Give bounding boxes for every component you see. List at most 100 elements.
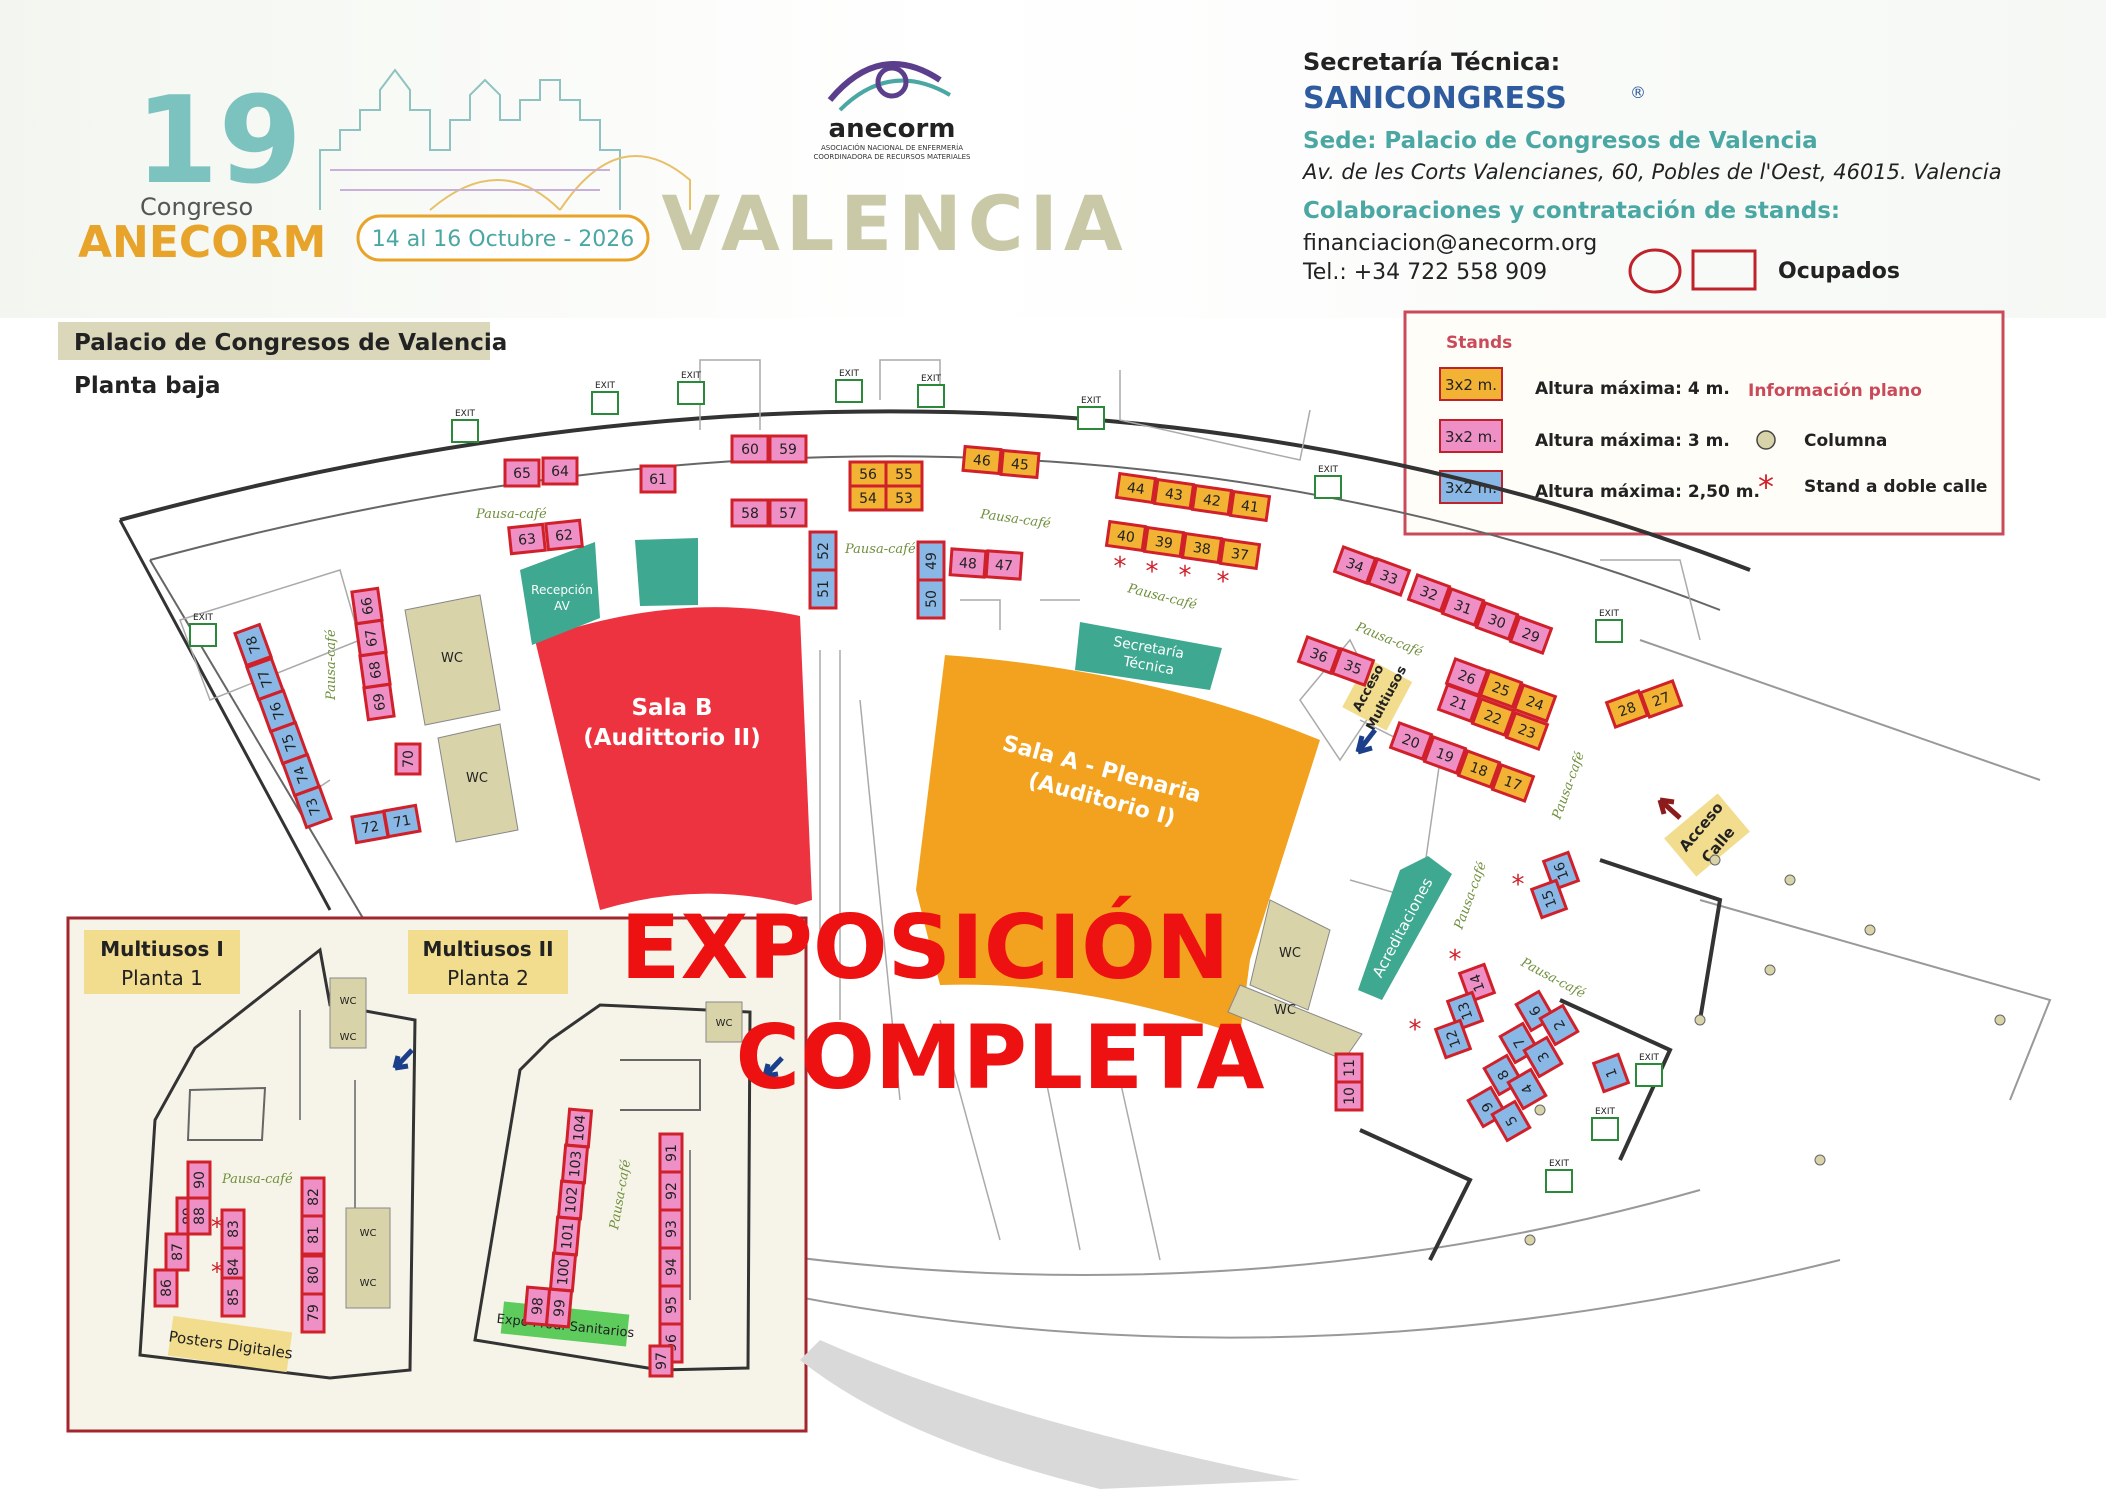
stand-26[interactable]: 26 bbox=[1444, 657, 1490, 697]
stand-box bbox=[522, 1285, 552, 1327]
stand-40[interactable]: 40 bbox=[1104, 519, 1148, 553]
stand-52[interactable]: 52 bbox=[808, 530, 838, 572]
stand-56[interactable]: 56 bbox=[848, 460, 888, 488]
stand-15[interactable]: 15 bbox=[1529, 878, 1569, 920]
stand-92[interactable]: 92 bbox=[658, 1170, 684, 1212]
stand-22[interactable]: 22 bbox=[1470, 697, 1516, 737]
stand-98[interactable]: 98 bbox=[522, 1285, 552, 1327]
stand-44[interactable]: 44 bbox=[1114, 471, 1158, 505]
stand-78[interactable]: 78 bbox=[233, 622, 273, 668]
stand-82[interactable]: 82 bbox=[300, 1176, 326, 1218]
multiusos2-title: Multiusos II bbox=[422, 937, 553, 961]
stand-21[interactable]: 21 bbox=[1436, 683, 1482, 723]
stand-63[interactable]: 63 bbox=[507, 522, 547, 556]
stand-95[interactable]: 95 bbox=[658, 1284, 684, 1326]
stand-30[interactable]: 30 bbox=[1474, 601, 1520, 641]
stand-60[interactable]: 60 bbox=[730, 434, 770, 464]
stand-17[interactable]: 17 bbox=[1490, 763, 1536, 803]
stand-33[interactable]: 33 bbox=[1366, 557, 1412, 597]
stand-85[interactable]: 85 bbox=[220, 1276, 246, 1318]
stand-86[interactable]: 86 bbox=[153, 1268, 179, 1308]
stand-box bbox=[503, 458, 541, 488]
stand-2[interactable]: 2 bbox=[1538, 1003, 1580, 1047]
stand-73[interactable]: 73 bbox=[293, 784, 333, 830]
stand-64[interactable]: 64 bbox=[541, 456, 579, 486]
stand-66[interactable]: 66 bbox=[350, 586, 384, 626]
stand-38[interactable]: 38 bbox=[1180, 531, 1224, 565]
stand-27[interactable]: 27 bbox=[1638, 679, 1684, 719]
stand-68[interactable]: 68 bbox=[358, 650, 392, 690]
stand-71[interactable]: 71 bbox=[382, 803, 422, 839]
stand-box bbox=[1334, 1080, 1364, 1112]
stand-103[interactable]: 103 bbox=[560, 1143, 590, 1185]
stand-41[interactable]: 41 bbox=[1228, 489, 1272, 523]
stand-42[interactable]: 42 bbox=[1190, 483, 1234, 517]
stand-101[interactable]: 101 bbox=[552, 1215, 582, 1257]
stand-box bbox=[186, 1196, 212, 1236]
stand-45[interactable]: 45 bbox=[999, 448, 1041, 480]
stand-100[interactable]: 100 bbox=[548, 1251, 578, 1293]
stand-99[interactable]: 99 bbox=[544, 1287, 574, 1329]
stand-37[interactable]: 37 bbox=[1218, 537, 1262, 571]
stand-87[interactable]: 87 bbox=[164, 1232, 190, 1272]
column-icon bbox=[1756, 430, 1776, 450]
stand-102[interactable]: 102 bbox=[556, 1179, 586, 1221]
stand-97[interactable]: 97 bbox=[648, 1344, 674, 1378]
stand-23[interactable]: 23 bbox=[1504, 711, 1550, 751]
stand-number: 79 bbox=[306, 1304, 322, 1322]
stand-81[interactable]: 81 bbox=[300, 1214, 326, 1256]
stand-18[interactable]: 18 bbox=[1456, 749, 1502, 789]
stand-80[interactable]: 80 bbox=[300, 1254, 326, 1296]
stand-48[interactable]: 48 bbox=[948, 547, 988, 579]
stand-70[interactable]: 70 bbox=[394, 742, 422, 776]
stand-20[interactable]: 20 bbox=[1388, 721, 1434, 761]
stand-29[interactable]: 29 bbox=[1508, 615, 1554, 655]
stand-28[interactable]: 28 bbox=[1604, 689, 1650, 729]
stand-83[interactable]: 83 bbox=[220, 1208, 246, 1250]
stand-88[interactable]: 88 bbox=[186, 1196, 212, 1236]
stand-24[interactable]: 24 bbox=[1512, 683, 1558, 723]
stand-53[interactable]: 53 bbox=[884, 484, 924, 512]
stand-10[interactable]: 10 bbox=[1334, 1080, 1364, 1112]
stand-4[interactable]: 4 bbox=[1506, 1067, 1548, 1111]
stand-49[interactable]: 49 bbox=[916, 540, 946, 582]
stand-34[interactable]: 34 bbox=[1332, 545, 1378, 585]
stand-69[interactable]: 69 bbox=[362, 682, 396, 722]
city-title: VALENCIA bbox=[661, 179, 1128, 268]
stand-1[interactable]: 1 bbox=[1591, 1052, 1631, 1094]
stand-57[interactable]: 57 bbox=[768, 498, 808, 528]
stand-3[interactable]: 3 bbox=[1522, 1035, 1564, 1079]
stand-47[interactable]: 47 bbox=[984, 549, 1024, 581]
stand-43[interactable]: 43 bbox=[1152, 477, 1196, 511]
stand-58[interactable]: 58 bbox=[730, 498, 770, 528]
stand-39[interactable]: 39 bbox=[1142, 525, 1186, 559]
stand-90[interactable]: 90 bbox=[186, 1160, 212, 1200]
stand-61[interactable]: 61 bbox=[639, 464, 677, 494]
stand-59[interactable]: 59 bbox=[768, 434, 808, 464]
stand-36[interactable]: 36 bbox=[1296, 635, 1342, 675]
stand-74[interactable]: 74 bbox=[281, 752, 321, 798]
stand-67[interactable]: 67 bbox=[354, 618, 388, 658]
stand-box bbox=[1506, 1067, 1548, 1111]
stand-46[interactable]: 46 bbox=[961, 444, 1003, 476]
stand-93[interactable]: 93 bbox=[658, 1208, 684, 1250]
stand-5[interactable]: 5 bbox=[1490, 1099, 1532, 1143]
stand-12[interactable]: 12 bbox=[1433, 1018, 1473, 1060]
stand-50[interactable]: 50 bbox=[916, 578, 946, 620]
stand-94[interactable]: 94 bbox=[658, 1246, 684, 1288]
stand-72[interactable]: 72 bbox=[350, 809, 390, 845]
stand-62[interactable]: 62 bbox=[544, 518, 584, 552]
stand-11[interactable]: 11 bbox=[1334, 1052, 1364, 1084]
stand-25[interactable]: 25 bbox=[1478, 669, 1524, 709]
stand-91[interactable]: 91 bbox=[658, 1132, 684, 1174]
stand-51[interactable]: 51 bbox=[808, 568, 838, 610]
stand-79[interactable]: 79 bbox=[300, 1292, 326, 1334]
stand-55[interactable]: 55 bbox=[884, 460, 924, 488]
stand-19[interactable]: 19 bbox=[1422, 735, 1468, 775]
stand-35[interactable]: 35 bbox=[1330, 647, 1376, 687]
stand-54[interactable]: 54 bbox=[848, 484, 888, 512]
stand-104[interactable]: 104 bbox=[564, 1107, 594, 1149]
stand-65[interactable]: 65 bbox=[503, 458, 541, 488]
stand-32[interactable]: 32 bbox=[1406, 573, 1452, 613]
stand-31[interactable]: 31 bbox=[1440, 587, 1486, 627]
